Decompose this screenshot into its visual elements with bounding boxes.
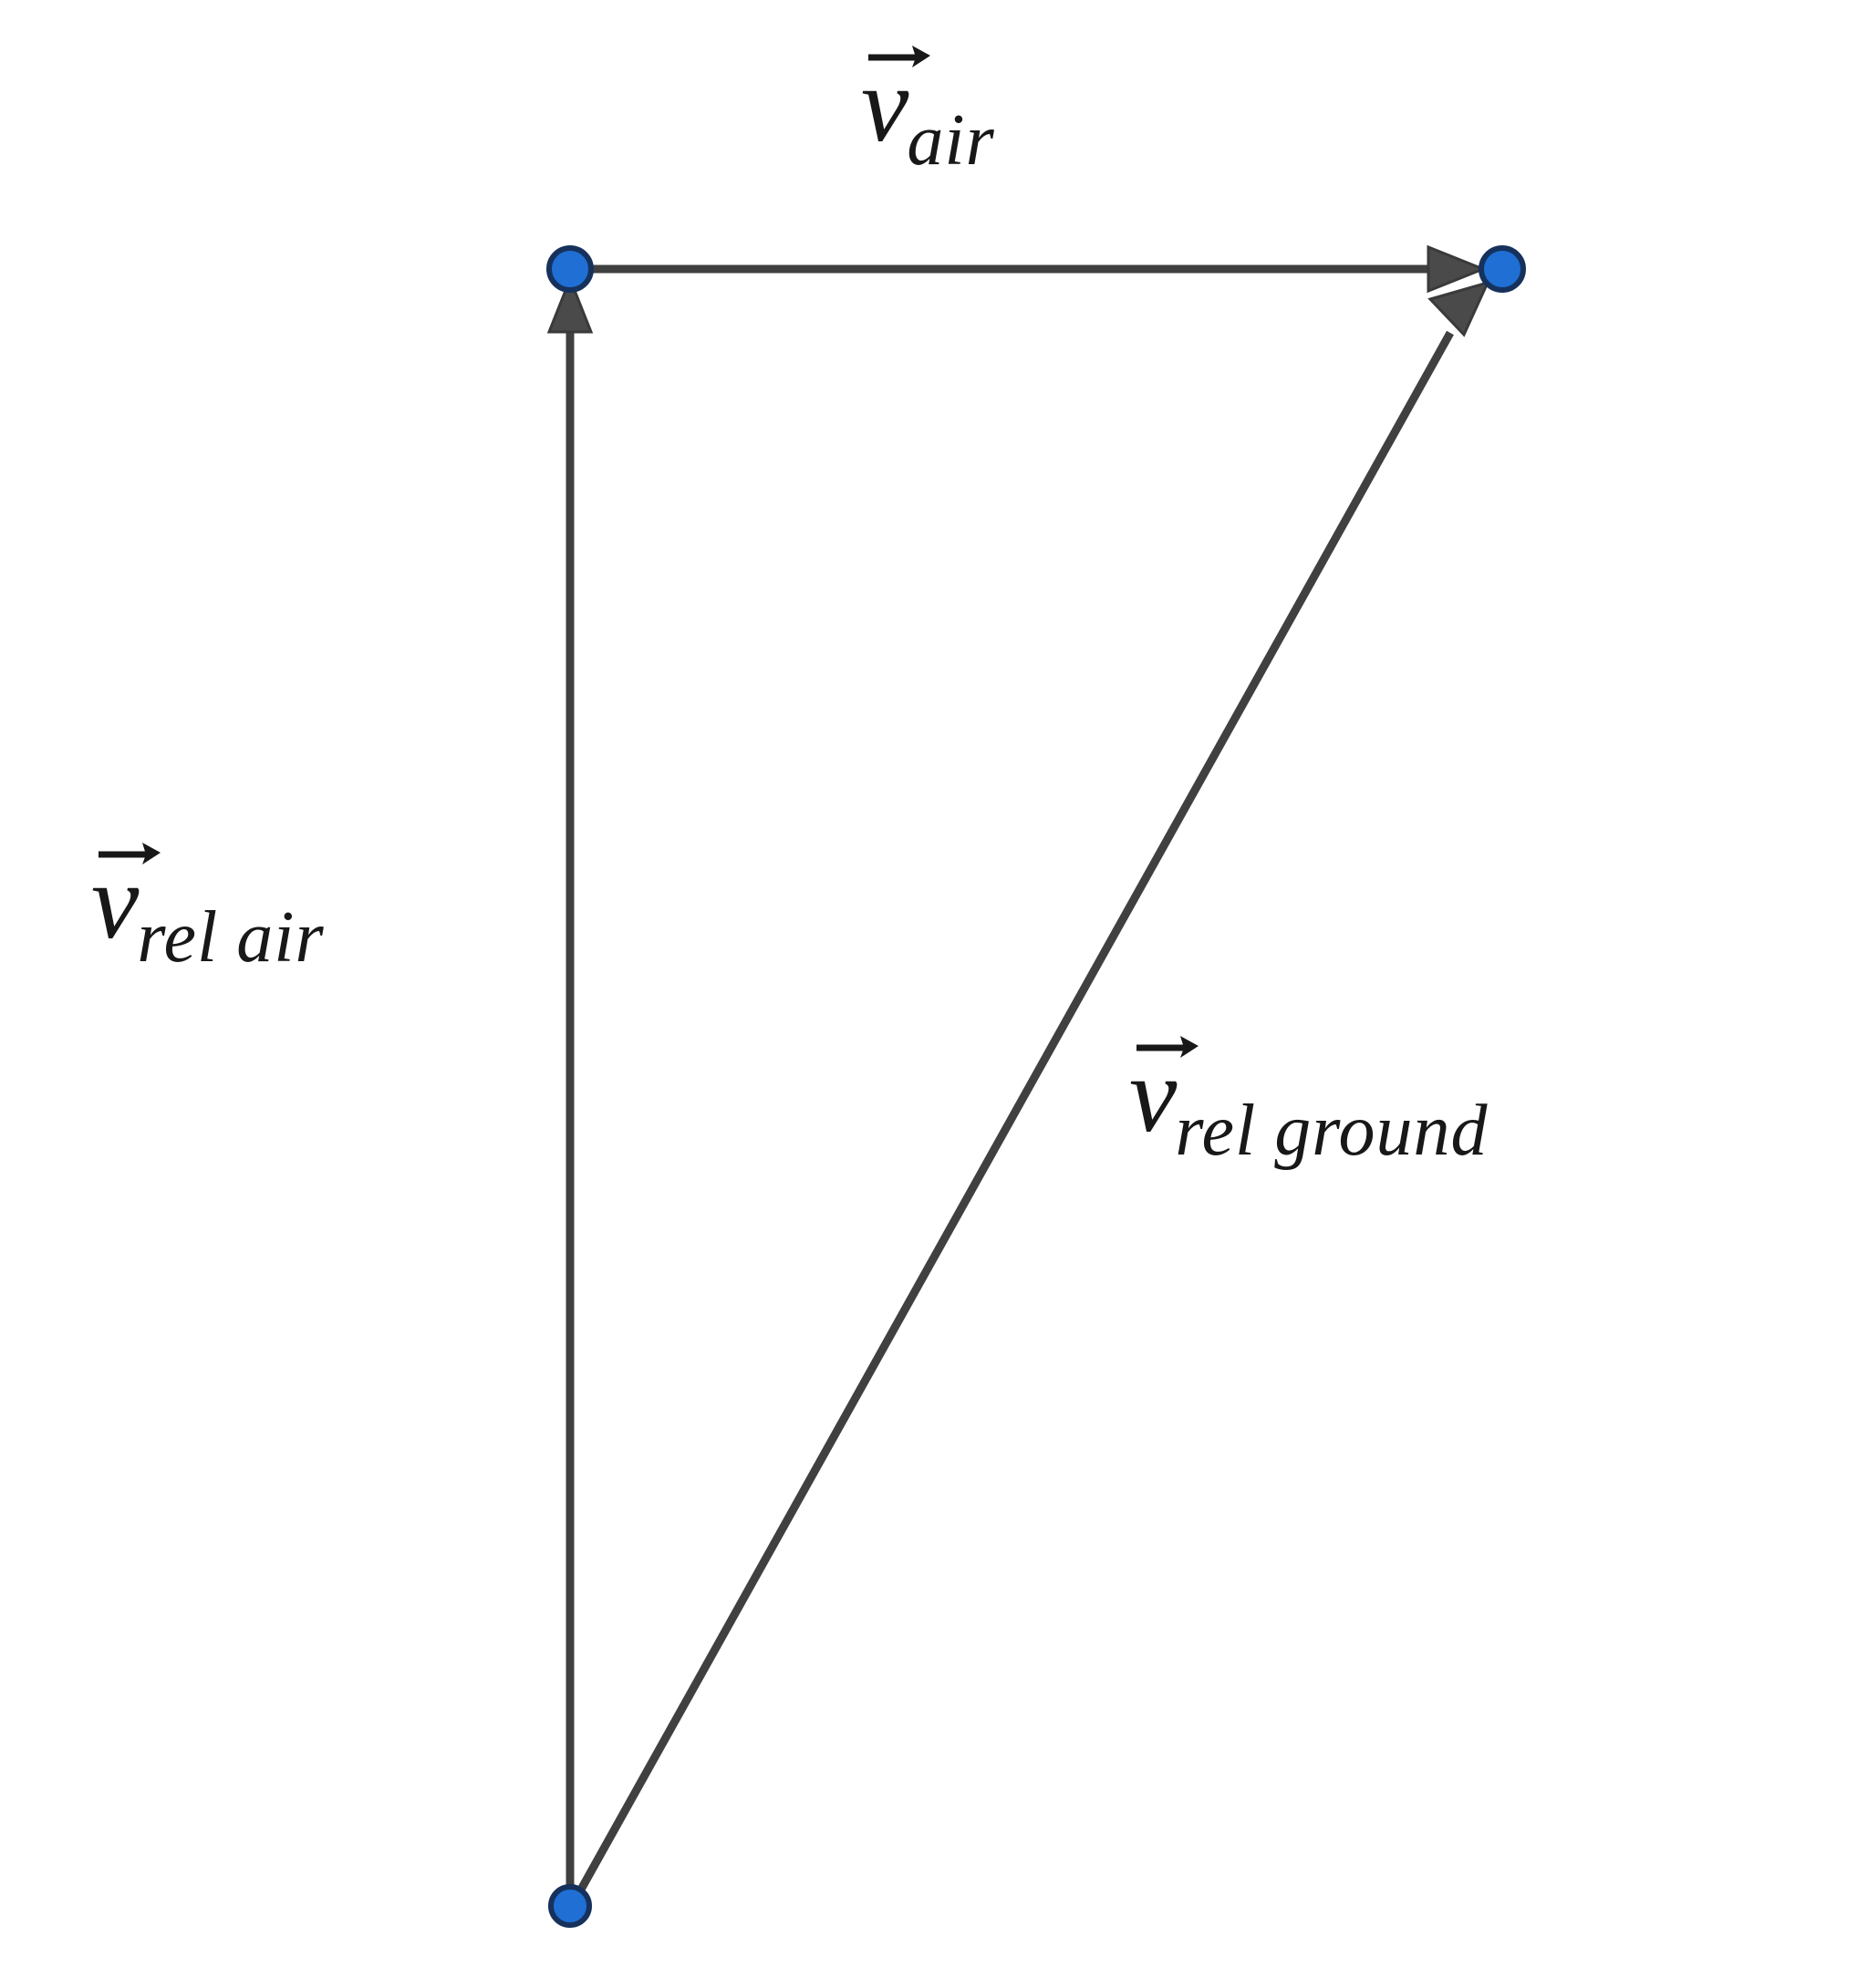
node-point-air-start[interactable]	[546, 245, 594, 293]
vector-subscript-v-rel-air-second: air	[236, 897, 325, 978]
vector-symbol-v-rel-air: v	[91, 843, 161, 956]
arrowhead-v-rel-ground	[1427, 280, 1490, 337]
label-v-air: v air	[861, 46, 999, 177]
arrowhead-v-rel-air	[546, 274, 594, 334]
node-point-tail[interactable]	[548, 1884, 592, 1928]
vector-subscript-spacer	[1256, 1094, 1274, 1167]
vector-subscript-v-rel-ground-first: rel	[1175, 1091, 1257, 1171]
node-point-air-end[interactable]	[1479, 245, 1526, 293]
vector-symbol-v-rel-ground: v	[1129, 1036, 1199, 1149]
vector-subscript-spacer	[218, 901, 236, 974]
vector-shaft-v-rel-ground	[569, 330, 1454, 1907]
vector-subscript-v-rel-air-first: rel	[137, 897, 219, 978]
vector-symbol-v-air: v	[861, 46, 930, 159]
vector-subscript-v-air: air	[907, 100, 995, 181]
vector-subscript-v-rel-ground-second: ground	[1274, 1091, 1489, 1171]
arrowhead-v-air	[1427, 244, 1488, 294]
